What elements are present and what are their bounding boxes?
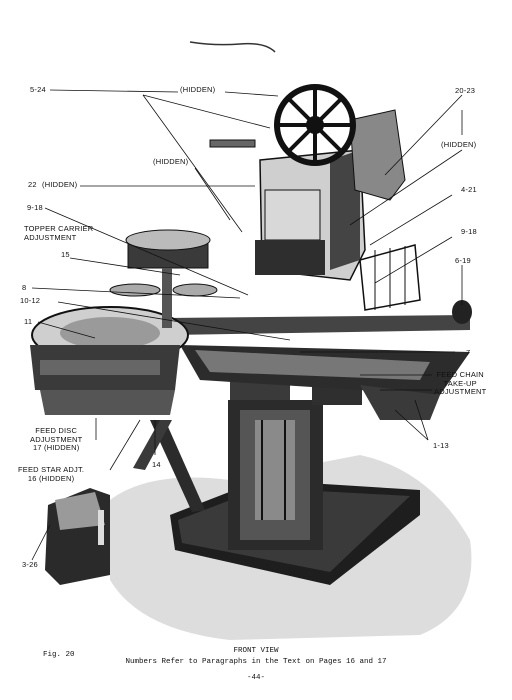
feed-chain-line-1: FEED CHAIN [436,370,484,379]
callout-20-23: 20-23 [455,86,476,95]
feed-chain-line-2: TAKE-UP [443,378,477,388]
callout-9-18-right: 9-18 [461,227,477,236]
callout-8: 8 [22,283,27,292]
callout-14: 14 [152,460,161,469]
callout-hidden-22: (HIDDEN) [42,180,78,189]
figure-title: FRONT VIEW [233,647,279,655]
callout-22: 22 [28,180,37,189]
figure-number: Fig. 20 [43,651,75,659]
side-frame [349,109,406,201]
callout-11: 11 [24,317,33,326]
callout-feed-star: FEED STAR ADJT. 16 (HIDDEN) [18,465,85,483]
callout-topper-carrier: TOPPER CARRIER ADJUSTMENT [24,224,94,242]
callout-4-21: 4-21 [461,185,477,194]
callout-7: 7 [466,348,471,357]
chain-idler [452,300,472,324]
feed-star-line-2: 16 (HIDDEN) [27,473,75,483]
topper-line-2: ADJUSTMENT [24,232,77,242]
callout-hidden-right: (HIDDEN) [441,140,477,149]
topper-line-1: TOPPER CARRIER [24,224,94,233]
callout-3-26: 3-26 [22,560,38,569]
callout-10-12: 10-12 [20,296,41,305]
feed-star-line-1: FEED STAR ADJT. [18,465,85,474]
callout-6-19: 6-19 [455,256,471,265]
callout-hidden-top: (HIDDEN) [180,85,216,94]
callout-1-13: 1-13 [433,441,449,450]
support-leg [150,420,205,512]
conveyor-track [165,315,470,335]
callout-feed-disc: FEED DISC ADJUSTMENT 17 (HIDDEN) [30,426,83,453]
leader-lines [31,89,463,561]
feed-disc-line-2: ADJUSTMENT [30,434,83,444]
hand-wheel [274,84,356,166]
feed-disc-line-3: 17 (HIDDEN) [33,443,80,452]
feed-chain-line-3: ADJUSTMENT [434,387,487,396]
figure-subtitle: Numbers Refer to Paragraphs in the Text … [125,658,387,666]
pen-mark [189,41,276,53]
page-number: -44- [246,674,265,682]
callout-hidden-mid: (HIDDEN) [153,157,189,166]
feed-disc-line-1: FEED DISC [35,426,78,435]
callout-feed-chain: FEED CHAIN TAKE-UP ADJUSTMENT [434,370,487,397]
callout-15: 15 [61,250,70,259]
callout-9-18-left: 9-18 [27,203,43,212]
callout-5-24: 5-24 [30,85,46,94]
